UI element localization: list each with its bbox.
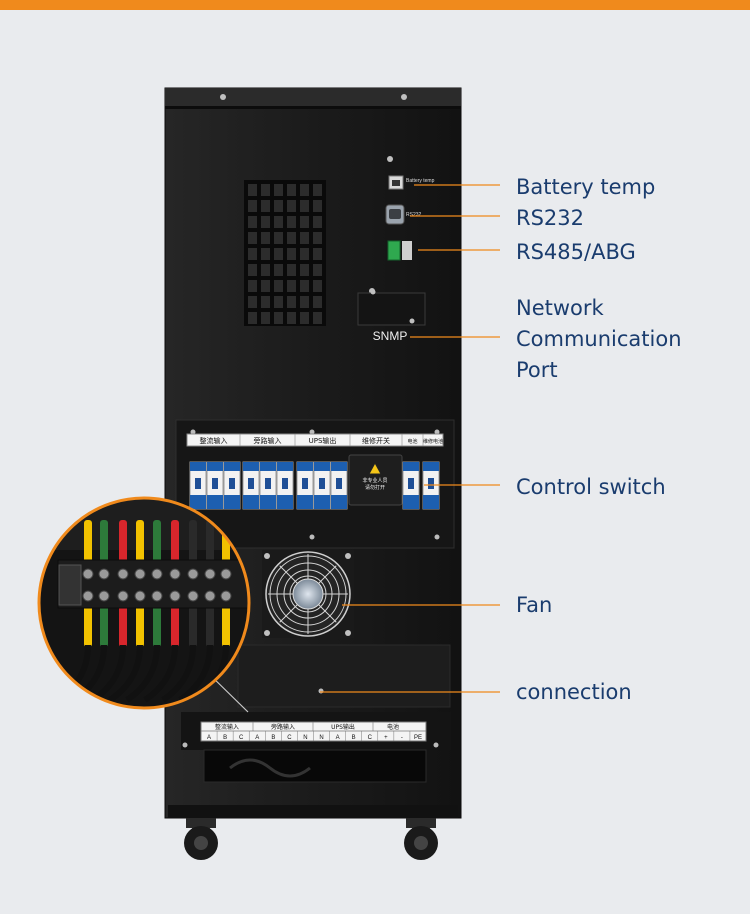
warning-icon — [368, 461, 382, 475]
circuit-breaker[interactable] — [242, 461, 260, 510]
terminal-strip: 整流输入 旁路输入 UPS输出 电池 A B C A B C N N A B C + - PE — [181, 712, 451, 750]
connection-cover — [237, 644, 451, 708]
circuit-breaker[interactable] — [313, 461, 331, 510]
terminal-label: N — [303, 735, 307, 741]
warning-text-1: 非专业人员 — [362, 477, 387, 484]
callout-leaders — [320, 184, 500, 693]
callout-network: Network Communication Port — [516, 293, 682, 386]
terminal-group-label: 电池 — [387, 723, 399, 731]
callout-network-line-1: Network — [516, 296, 604, 320]
callout-connection: connection — [516, 680, 632, 704]
callout-battery-temp: Battery temp — [516, 175, 656, 199]
callout-rs485: RS485/ABG — [516, 240, 636, 264]
circuit-breaker[interactable] — [223, 461, 241, 510]
circuit-breaker[interactable] — [259, 461, 277, 510]
terminal-label: A — [336, 735, 340, 741]
terminal-label: + — [384, 735, 388, 741]
terminal-label: B — [271, 735, 275, 741]
terminal-label: A — [255, 735, 259, 741]
terminal-label: B — [223, 735, 227, 741]
terminal-block-icon — [387, 240, 412, 261]
terminal-label: PE — [414, 735, 422, 741]
terminal-label: A — [207, 735, 211, 741]
snmp-slot — [357, 292, 426, 326]
breaker-header: 维修开关 — [362, 436, 390, 445]
circuit-breaker[interactable] — [206, 461, 224, 510]
callout-control-switch: Control switch — [516, 475, 666, 499]
vent-grille — [244, 180, 326, 326]
breaker-header: 整流输入 — [200, 436, 228, 445]
callout-network-line-2: Communication — [516, 327, 682, 351]
breaker-header: 旁路输入 — [254, 436, 282, 445]
caster-wheel-icon — [184, 818, 438, 860]
fan-icon — [262, 550, 354, 638]
breaker-header: 电池 — [407, 438, 417, 445]
circuit-breaker[interactable] — [276, 461, 294, 510]
warning-text-2: 请勿打开 — [365, 484, 385, 491]
terminal-label: - — [401, 735, 403, 741]
circuit-breaker[interactable] — [330, 461, 348, 510]
terminal-label: B — [352, 735, 356, 741]
circuit-breaker[interactable] — [402, 461, 420, 510]
battery-temp-port-label: Battery temp — [406, 178, 435, 184]
zoom-inset — [37, 496, 251, 710]
rs232-port-label: RS232 — [406, 212, 422, 218]
terminal-group-label: 旁路输入 — [271, 723, 295, 731]
terminal-label: C — [239, 735, 244, 741]
terminal-group-label: 整流输入 — [215, 723, 239, 731]
circuit-breaker[interactable] — [189, 461, 207, 510]
accent-bar — [0, 0, 750, 10]
terminal-label: N — [319, 735, 323, 741]
cable-opening — [203, 749, 427, 783]
callout-rs232: RS232 — [516, 206, 585, 230]
terminal-label: C — [287, 735, 292, 741]
callout-fan: Fan — [516, 593, 553, 617]
db9-port-icon — [385, 204, 405, 225]
callout-network-line-3: Port — [516, 358, 558, 382]
breaker-header: 维修电池 — [423, 438, 443, 445]
terminal-group-label: UPS输出 — [331, 723, 355, 731]
circuit-breaker[interactable] — [296, 461, 314, 510]
breaker-header: UPS输出 — [309, 436, 337, 445]
rj45-port-icon — [388, 175, 404, 190]
breaker-panel: 整流输入 旁路输入 UPS输出 维修开关 电池维修电池 非专业人员 请勿打开 — [175, 419, 455, 549]
terminal-label: C — [368, 735, 373, 741]
snmp-label: SNMP — [373, 329, 408, 343]
